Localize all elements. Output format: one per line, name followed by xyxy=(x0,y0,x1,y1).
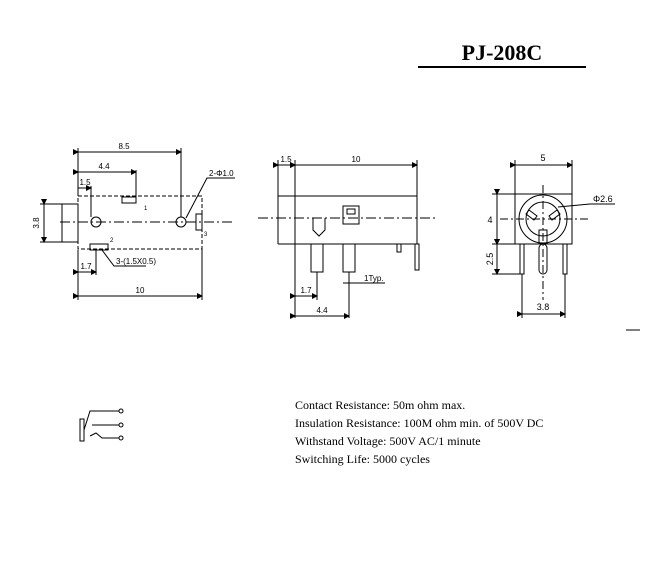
side-view-contact-2 xyxy=(342,205,360,225)
dim-label-10: 10 xyxy=(136,286,145,295)
specifications: Contact Resistance: 50m ohm max. Insulat… xyxy=(295,396,543,468)
hole-callout: 2-Φ1.0 xyxy=(209,169,234,178)
top-view xyxy=(40,148,235,300)
side-view-pin-1 xyxy=(310,243,324,273)
side-view xyxy=(258,160,436,319)
top-view-pad-2 xyxy=(89,243,109,251)
spec-switching-life: Switching Life: 5000 cycles xyxy=(295,452,430,466)
schematic-terminal-1 xyxy=(118,408,124,414)
spec-insulation-resistance: Insulation Resistance: 100M ohm min. of … xyxy=(295,416,544,430)
front-dim-label-4: 4 xyxy=(487,215,492,225)
schematic-terminal-2 xyxy=(118,422,124,428)
top-view-pad-3 xyxy=(195,213,203,231)
side-view-contact-1 xyxy=(312,218,326,237)
title-underline xyxy=(418,66,586,68)
pin-label-2: 2 xyxy=(110,238,114,244)
dim-label-1.5: 1.5 xyxy=(79,178,91,187)
spec-contact-resistance: Contact Resistance: 50m ohm max. xyxy=(295,398,466,412)
front-view xyxy=(492,160,640,331)
side-dim-label-1.7: 1.7 xyxy=(300,286,312,295)
leader-pad-callout xyxy=(101,249,146,267)
front-view-contact-left xyxy=(525,209,538,221)
side-view-pin-2 xyxy=(342,243,356,273)
dim-label-4.4: 4.4 xyxy=(98,162,110,171)
top-view-hole-1 xyxy=(90,216,102,228)
front-dim-label-3.8: 3.8 xyxy=(537,302,550,312)
pin-label-3: 3 xyxy=(204,232,208,238)
side-dim-label-4.4: 4.4 xyxy=(316,306,328,315)
top-view-labels: 8.5 4.4 1.5 3.8 1.7 10 2-Φ1.0 3-(1.5X0.5… xyxy=(32,142,234,295)
leader-hole-callout xyxy=(185,177,235,219)
dim-label-1.7: 1.7 xyxy=(80,262,92,271)
spec-withstand-voltage: Withstand Voltage: 500V AC/1 minute xyxy=(295,434,481,448)
side-view-pin-3 xyxy=(414,243,420,271)
dim-label-3.8: 3.8 xyxy=(32,217,41,229)
schematic-contact-1 xyxy=(83,410,119,431)
front-view-labels: 5 4 2.5 3.8 Φ2.6 xyxy=(485,153,613,312)
front-view-pin-center xyxy=(538,243,548,275)
side-typ-note: 1Typ. xyxy=(364,274,384,283)
schematic-contact-3 xyxy=(89,432,119,439)
side-view-labels: 1.5 10 1.7 4.4 1Typ. xyxy=(280,155,383,315)
front-diameter-label: Φ2.6 xyxy=(593,194,613,204)
schematic-terminal-3 xyxy=(118,435,124,441)
front-view-pin-left xyxy=(519,243,525,275)
part-number-title: PJ-208C xyxy=(461,40,543,65)
top-view-pad-1 xyxy=(121,196,137,204)
side-dim-label-10: 10 xyxy=(352,155,361,164)
front-dim-label-2.5: 2.5 xyxy=(485,253,495,266)
schematic-plug xyxy=(79,418,85,442)
pin-label-1: 1 xyxy=(144,206,148,212)
top-view-socket xyxy=(61,203,79,243)
side-view-pin-small xyxy=(396,243,402,253)
front-view-contact-right xyxy=(548,209,561,221)
dim-label-8.5: 8.5 xyxy=(118,142,130,151)
pad-callout: 3-(1.5X0.5) xyxy=(116,257,156,266)
circuit-schematic xyxy=(79,408,124,442)
front-dim-label-5: 5 xyxy=(540,153,545,163)
side-dim-label-1.5: 1.5 xyxy=(280,155,292,164)
front-diameter-leader xyxy=(557,203,615,208)
front-view-pin-right xyxy=(562,243,568,275)
